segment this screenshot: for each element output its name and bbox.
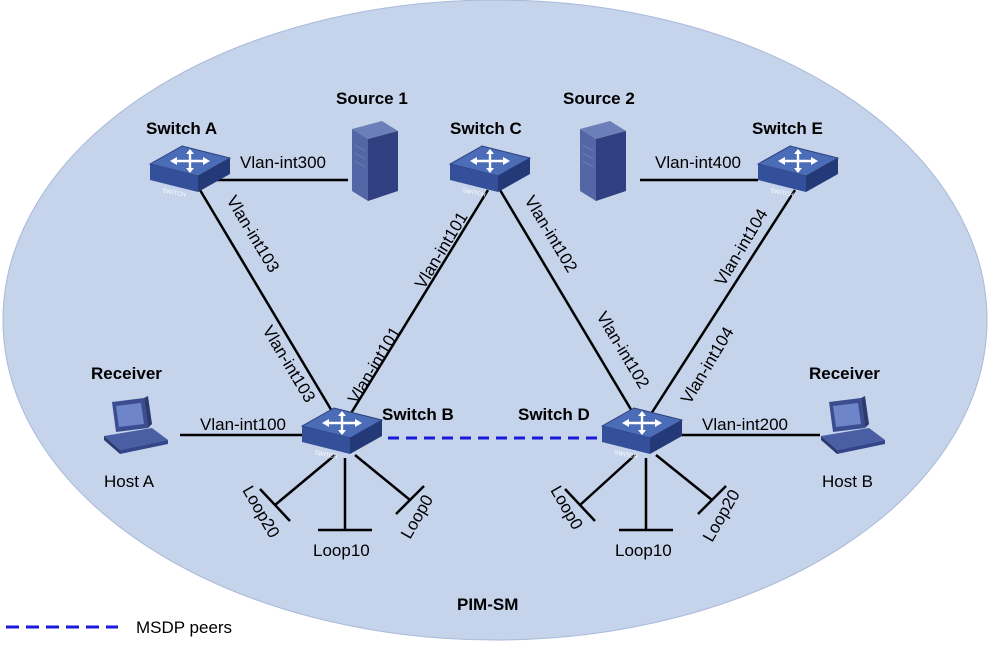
- source-2-server-icon[interactable]: [579, 120, 627, 202]
- switch-c-label: Switch C: [450, 119, 522, 138]
- svg-text:SWITCH: SWITCH: [462, 188, 486, 199]
- switch-b-icon[interactable]: SWITCH: [300, 406, 384, 461]
- switch-a-label: Switch A: [146, 119, 217, 138]
- source-1-label: Source 1: [336, 89, 408, 108]
- source-1-server-icon[interactable]: [351, 120, 399, 202]
- svg-text:SWITCH: SWITCH: [314, 450, 338, 461]
- link-c-d: [498, 189, 644, 429]
- link-d-loop20: [655, 454, 713, 501]
- b-loop10-label: Loop10: [313, 541, 370, 560]
- source-2-label: Source 2: [563, 89, 635, 108]
- link-d-loop0: [579, 454, 636, 506]
- loop0-b-bar: [395, 485, 425, 515]
- svg-text:SWITCH: SWITCH: [162, 188, 186, 199]
- link-e-d: [640, 189, 797, 429]
- if-d-hostb-label: Vlan-int200: [702, 415, 788, 434]
- switch-e-icon[interactable]: SWITCH: [756, 144, 840, 199]
- if-b-hosta-label: Vlan-int100: [200, 415, 286, 434]
- loop20-d-bar: [697, 485, 727, 515]
- svg-text:SWITCH: SWITCH: [614, 450, 638, 461]
- if-e-source2-label: Vlan-int400: [655, 153, 741, 172]
- loop20-b-bar: [259, 488, 291, 522]
- switch-a-icon[interactable]: SWITCH: [148, 144, 232, 199]
- link-b-loop0: [354, 454, 411, 501]
- host-b-label: Host B: [822, 472, 873, 491]
- d-loop10-label: Loop10: [615, 541, 672, 560]
- if-a-source1-label: Vlan-int300: [240, 153, 326, 172]
- receiver-b-label: Receiver: [809, 364, 880, 383]
- loop0-d-bar: [564, 488, 596, 522]
- switch-d-icon[interactable]: SWITCH: [600, 406, 684, 461]
- host-a-label: Host A: [104, 472, 155, 491]
- link-b-loop20: [274, 454, 336, 506]
- switch-d-label: Switch D: [518, 405, 590, 424]
- switch-c-icon[interactable]: SWITCH: [448, 144, 532, 199]
- switch-b-label: Switch B: [382, 405, 454, 424]
- svg-text:SWITCH: SWITCH: [770, 188, 794, 199]
- receiver-a-label: Receiver: [91, 364, 162, 383]
- switch-e-label: Switch E: [752, 119, 823, 138]
- link-c-b: [340, 189, 490, 429]
- pim-sm-label: PIM-SM: [457, 595, 518, 614]
- link-a-b: [198, 189, 344, 429]
- legend-msdp-label: MSDP peers: [136, 618, 232, 637]
- links: [180, 178, 820, 532]
